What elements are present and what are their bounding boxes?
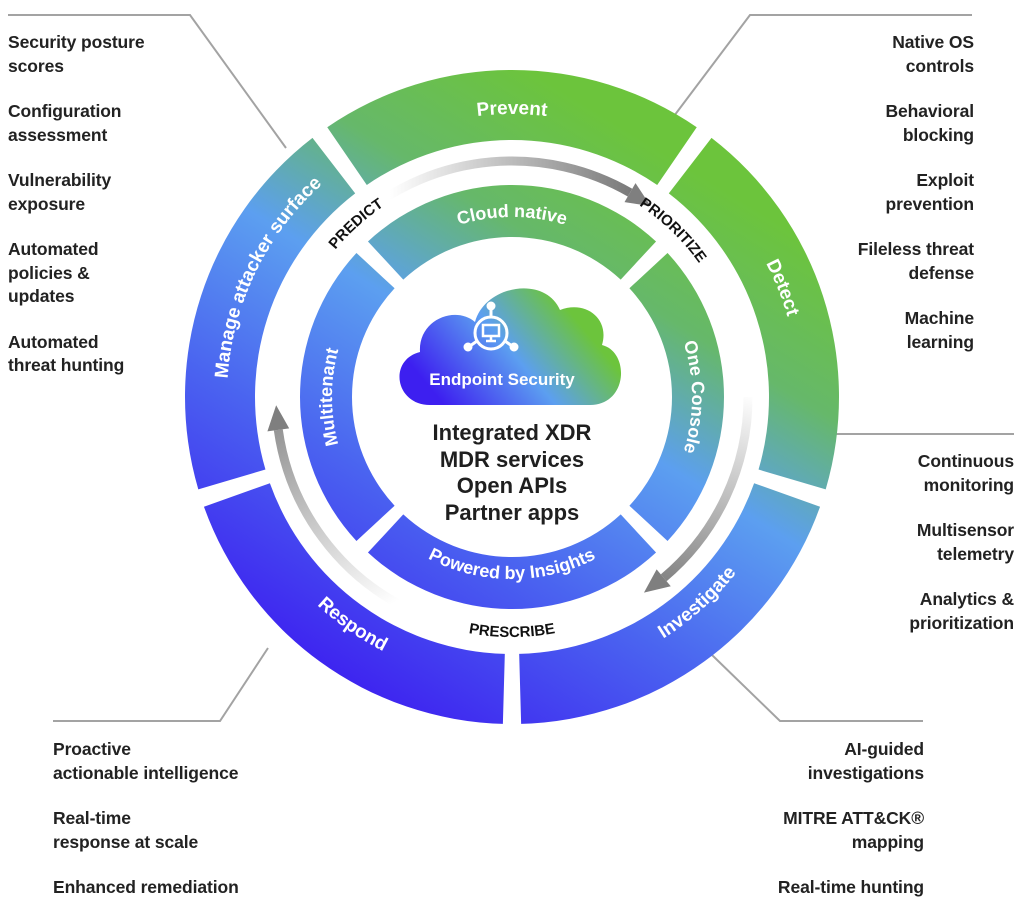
outer-segment-investigate [519, 483, 821, 724]
label-prevent: Prevent [476, 98, 550, 121]
center-feature: Partner apps [444, 499, 580, 525]
callout-item: Automated policies & updates [8, 239, 99, 306]
callout-item: Automated threat hunting [8, 331, 125, 376]
arrow-prescribe-head [643, 569, 671, 593]
outer-segment-prevent [327, 69, 697, 185]
arrow-prioritize-shaft [357, 156, 633, 220]
callout-respond: Proactive actionable intelligence Real-t… [53, 738, 373, 922]
arrow-predict-head [267, 405, 290, 432]
callout-item: Machine learning [904, 308, 974, 352]
arrow-predict-shaft [273, 429, 415, 615]
inner-ring [300, 185, 725, 610]
arrow-prioritize-head [624, 183, 651, 207]
callout-item: Behavioral blocking [885, 101, 975, 145]
callout-item: Vulnerability exposure [8, 170, 112, 214]
callout-item: Enhanced remediation [53, 877, 239, 897]
cloud-label: Endpoint Security [429, 370, 575, 389]
callout-item: Native OS controls [892, 32, 974, 76]
leader-line-prevent [667, 14, 972, 125]
callout-item: Analytics & prioritization [909, 589, 1014, 633]
leader-lines [8, 14, 1014, 722]
leader-line-respond [53, 647, 269, 722]
inner-segment-one-console [629, 252, 725, 542]
callout-item: Real-time hunting [777, 877, 924, 897]
arrow-prescribe-shaft [660, 396, 753, 582]
phase-prescribe: PRESCRIBE [468, 620, 556, 641]
callout-item: Proactive actionable intelligence [53, 739, 239, 783]
callout-item: Continuous monitoring [917, 451, 1014, 495]
callout-item: Exploit prevention [885, 170, 975, 214]
callout-item: Real-time response at scale [53, 808, 199, 852]
cycle-arrows [267, 156, 753, 615]
leader-line-manage [8, 14, 287, 149]
callout-item: Configuration assessment [8, 101, 122, 145]
callout-manage-attacker-surface: Security posture scores Configuration as… [8, 31, 208, 400]
callout-item: MITRE ATT&CK® mapping [783, 808, 924, 852]
callout-item: Fileless threat defense [857, 239, 974, 283]
endpoint-security-cloud: Endpoint Security [399, 288, 622, 405]
inner-segment-powered-by-insights [367, 514, 657, 610]
callout-item: Multisensor telemetry [916, 520, 1014, 564]
callout-investigate: AI-guided investigations MITRE ATT&CK® m… [624, 738, 924, 922]
center-feature: Open APIs [456, 473, 568, 498]
leader-line-investigate [711, 654, 923, 722]
callout-detect: Continuous monitoring Multisensor teleme… [814, 450, 1014, 657]
inner-segment-multitenant [300, 252, 395, 542]
callout-prevent: Native OS controls Behavioral blocking E… [774, 31, 974, 376]
outer-segment-detect [668, 137, 840, 490]
center-feature: MDR services [439, 446, 585, 472]
endpoint-monitor-icon [463, 301, 519, 352]
outer-segment-manage-attacker-surface [185, 137, 356, 490]
outer-segment-respond [203, 483, 505, 724]
callout-item: Security posture scores [8, 32, 145, 76]
inner-segment-cloud-native [367, 185, 657, 280]
center-feature: Integrated XDR [432, 420, 592, 445]
callout-item: AI-guided investigations [807, 739, 924, 783]
center-feature-list: Integrated XDR MDR services Open APIs Pa… [362, 420, 662, 526]
outer-ring [185, 69, 840, 724]
